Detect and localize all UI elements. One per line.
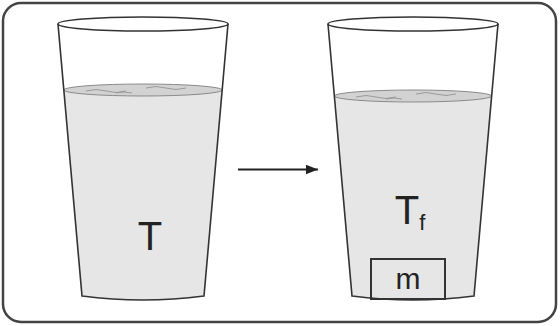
cup-rim — [328, 17, 498, 31]
cup: m Tf — [326, 14, 500, 302]
temperature-label: T — [138, 216, 162, 256]
cup: T — [56, 14, 230, 302]
mass-box: m — [370, 258, 446, 300]
arrow — [238, 169, 318, 171]
water-surface — [64, 84, 222, 96]
cup-wall — [58, 24, 228, 300]
water — [334, 96, 491, 300]
ripple — [86, 87, 186, 94]
water — [64, 90, 222, 300]
cup-rim — [58, 17, 228, 31]
water-surface — [334, 90, 491, 102]
temperature-label: Tf — [395, 190, 426, 234]
cup-wall — [328, 24, 498, 300]
ripple — [356, 93, 456, 100]
mass-label: m — [396, 264, 421, 294]
cup-outline — [56, 14, 230, 302]
